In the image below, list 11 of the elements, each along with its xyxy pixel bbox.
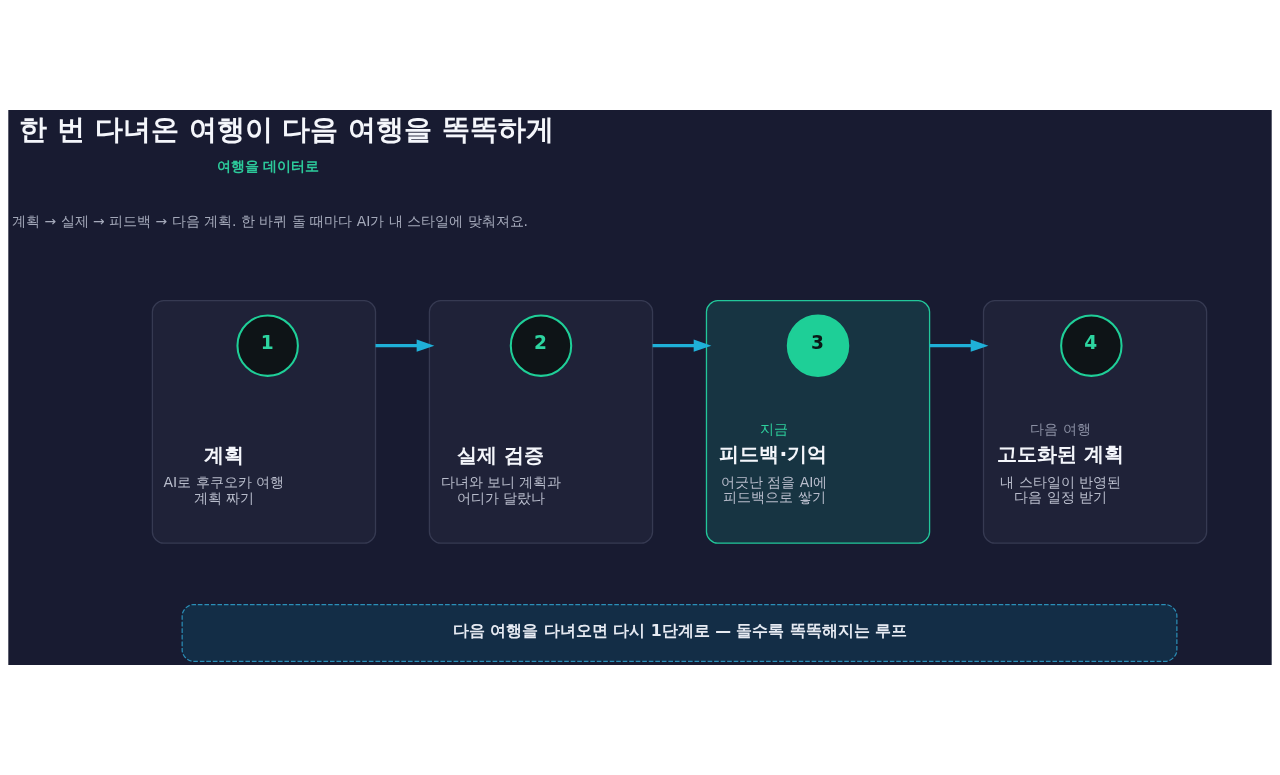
node-circle: 1 [236, 314, 299, 377]
arrow [652, 339, 712, 352]
node-circle: 3 [786, 314, 850, 377]
arrow [375, 339, 435, 352]
arrow [929, 339, 989, 352]
node-box: 다음 여행을 다녀오면 다시 1단계로 — 돌수록 똑똑해지는 루프 [181, 603, 1178, 662]
diagram-title: 한 번 다녀온 여행이 다음 여행을 똑똑하게 [19, 112, 554, 146]
label: 계획 → 실제 → 피드백 → 다음 계획. 한 바퀴 돌 때마다 AI가 내 스타일에 맞춰져요. [12, 212, 529, 229]
node-circle: 2 [509, 314, 573, 377]
node-circle: 4 [1060, 314, 1123, 377]
label: 여행을 데이터로 [216, 157, 320, 174]
